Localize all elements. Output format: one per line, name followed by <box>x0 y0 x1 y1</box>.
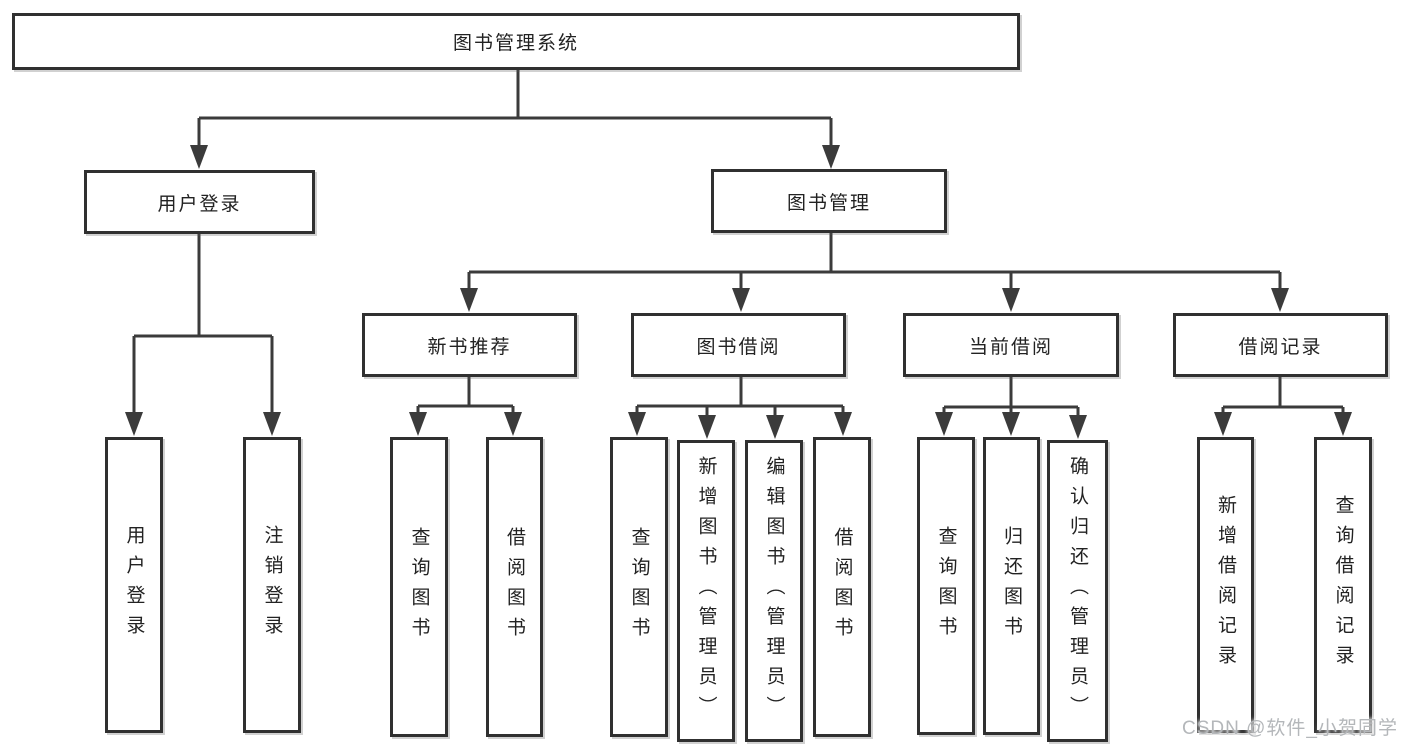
node-new-book-recommend: 新书推荐 <box>362 313 577 377</box>
node-borrow-records: 借阅记录 <box>1173 313 1388 377</box>
leaf-borrow-books-borrow: 借阅图书 <box>813 437 871 737</box>
leaf-edit-book-admin: 编辑图书（管理员） <box>745 440 803 742</box>
arrowheads <box>125 145 1352 439</box>
leaf-query-books-current: 查询图书 <box>917 437 975 735</box>
node-book-management: 图书管理 <box>711 169 947 233</box>
node-user-login-branch: 用户登录 <box>84 170 315 234</box>
leaf-logout: 注销登录 <box>243 437 301 733</box>
leaf-add-book-admin: 新增图书（管理员） <box>677 440 735 742</box>
leaf-borrow-books-recommend: 借阅图书 <box>486 437 543 737</box>
node-current-borrow: 当前借阅 <box>903 313 1119 377</box>
leaf-add-borrow-record: 新增借阅记录 <box>1197 437 1254 733</box>
leaf-return-book: 归还图书 <box>983 437 1040 735</box>
leaf-query-books-borrow: 查询图书 <box>610 437 668 737</box>
csdn-watermark: CSDN @软件_小贺同学 <box>1182 718 1398 739</box>
leaf-query-borrow-record: 查询借阅记录 <box>1314 437 1372 733</box>
node-book-borrow: 图书借阅 <box>631 313 846 377</box>
leaf-user-login: 用户登录 <box>105 437 163 733</box>
node-root-library-system: 图书管理系统 <box>12 13 1020 70</box>
leaf-query-books-recommend: 查询图书 <box>390 437 448 737</box>
leaf-confirm-return-admin: 确认归还（管理员） <box>1047 440 1108 742</box>
